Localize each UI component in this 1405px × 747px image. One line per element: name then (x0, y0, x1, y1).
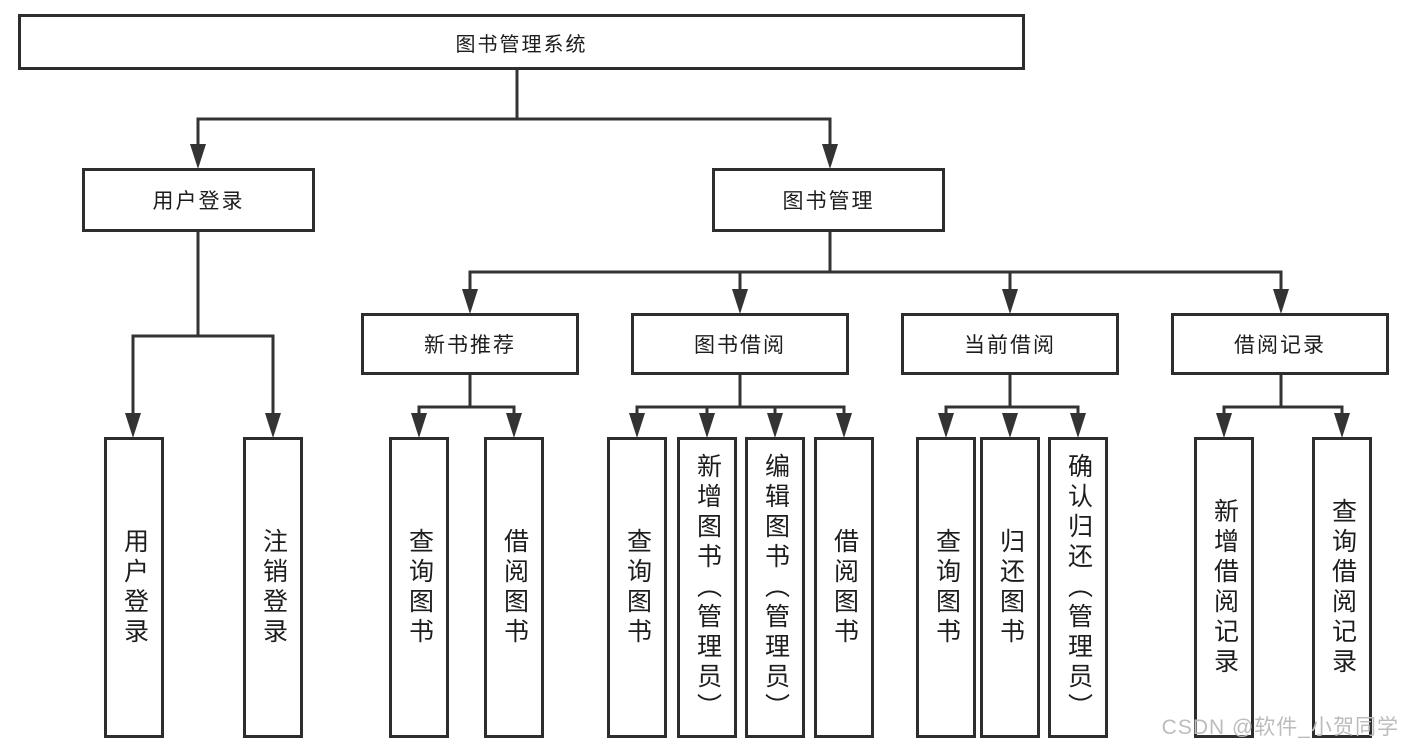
csdn-watermark: CSDN @软件_小贺同学 (1161, 716, 1399, 739)
leaf-query-books-borrow: 查询图书 (607, 437, 667, 738)
arrowhead (699, 413, 715, 438)
leaf-edit-books-admin: 编辑图书（管理员） (745, 437, 805, 738)
leaf-add-borrow-record: 新增借阅记录 (1194, 437, 1254, 738)
leaf-confirm-return-admin: 确认归还（管理员） (1048, 437, 1108, 738)
arrowhead (1002, 289, 1018, 314)
arrowhead (190, 144, 206, 169)
leaf-return-books: 归还图书 (980, 437, 1040, 738)
leaf-logout: 注销登录 (243, 437, 303, 738)
node-book-borrow: 图书借阅 (631, 313, 849, 375)
node-current-borrow: 当前借阅 (901, 313, 1119, 375)
arrowhead (732, 289, 748, 314)
arrowhead (938, 413, 954, 438)
arrowhead (629, 413, 645, 438)
node-root-system: 图书管理系统 (18, 14, 1025, 70)
arrowhead (822, 144, 838, 169)
arrowhead (1273, 289, 1289, 314)
arrowhead (1070, 413, 1086, 438)
arrowhead (125, 413, 141, 438)
arrowhead (411, 413, 427, 438)
node-user-login-module: 用户登录 (82, 168, 315, 232)
node-borrow-records: 借阅记录 (1171, 313, 1389, 375)
leaf-borrow-books-recommend: 借阅图书 (484, 437, 544, 738)
node-book-management-module: 图书管理 (712, 168, 945, 232)
leaf-borrow-books: 借阅图书 (814, 437, 874, 738)
arrowhead (1216, 413, 1232, 438)
leaf-add-books-admin: 新增图书（管理员） (677, 437, 737, 738)
arrowhead (767, 413, 783, 438)
leaf-query-borrow-record: 查询借阅记录 (1312, 437, 1372, 738)
arrowhead (265, 413, 281, 438)
leaf-query-books-current: 查询图书 (916, 437, 976, 738)
leaf-user-login: 用户登录 (104, 437, 164, 738)
arrowhead (836, 413, 852, 438)
arrowhead (506, 413, 522, 438)
leaf-query-books-recommend: 查询图书 (389, 437, 449, 738)
arrowhead (1002, 413, 1018, 438)
arrowhead (462, 289, 478, 314)
arrowhead (1334, 413, 1350, 438)
node-new-book-recommend: 新书推荐 (361, 313, 579, 375)
